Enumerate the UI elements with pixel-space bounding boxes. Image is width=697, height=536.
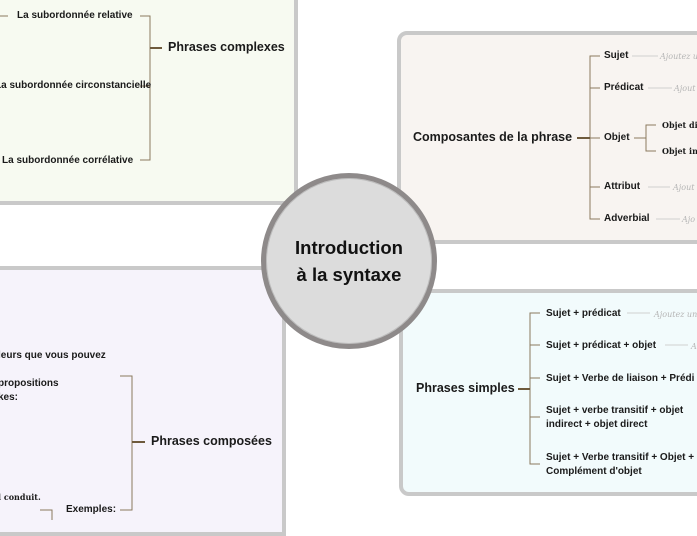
phrases-simples-panel bbox=[399, 289, 697, 496]
add-hint-predicat[interactable]: Ajout bbox=[674, 84, 696, 93]
objet-indirect-node[interactable]: Objet ind bbox=[662, 146, 697, 156]
phrases-complexes-node[interactable]: Phrases complexes bbox=[168, 40, 285, 54]
connector-lines bbox=[0, 15, 688, 520]
composante-sujet[interactable]: Sujet bbox=[604, 50, 629, 61]
central-topic[interactable]: Introduction à la syntaxe bbox=[261, 173, 437, 349]
add-hint-simple-1[interactable]: Ajoutez un bbox=[654, 310, 697, 319]
simple-item-1[interactable]: Sujet + prédicat bbox=[546, 308, 621, 319]
composantes-panel bbox=[397, 31, 697, 244]
simple-item-2[interactable]: Sujet + prédicat + objet bbox=[546, 340, 657, 351]
composees-text-1: leurs que vous pouvez bbox=[0, 350, 106, 361]
objet-direct-node[interactable]: Objet dir bbox=[662, 120, 697, 130]
composante-predicat[interactable]: Prédicat bbox=[604, 82, 644, 93]
composante-objet[interactable]: Objet bbox=[604, 132, 630, 143]
composees-text-2: propositions bbox=[0, 378, 59, 389]
simple-item-5-line1[interactable]: Sujet + Verbe transitif + Objet + bbox=[546, 452, 695, 463]
phrases-composees-panel bbox=[0, 266, 286, 536]
simple-item-3[interactable]: Sujet + Verbe de liaison + Prédi bbox=[546, 373, 695, 384]
phrases-complexes-panel bbox=[0, 0, 298, 205]
composees-text-3: kes: bbox=[0, 392, 19, 403]
add-hint-simple-2[interactable]: A bbox=[691, 342, 697, 351]
add-hint-sujet[interactable]: Ajoutez u bbox=[660, 52, 697, 61]
central-topic-title: Introduction à la syntaxe bbox=[295, 237, 403, 285]
phrases-simples-node[interactable]: Phrases simples bbox=[416, 381, 515, 395]
complexe-item-correlative[interactable]: La subordonnée corrélative bbox=[2, 155, 134, 166]
complexe-item-circonstancielle[interactable]: La subordonnée circonstancielle bbox=[0, 80, 152, 91]
composantes-node[interactable]: Composantes de la phrase bbox=[413, 130, 573, 144]
composante-attribut[interactable]: Attribut bbox=[604, 181, 641, 192]
add-hint-adverbial[interactable]: Ajo bbox=[682, 215, 696, 224]
exemples-node[interactable]: Exemples: bbox=[66, 504, 117, 515]
phrases-composees-node[interactable]: Phrases composées bbox=[151, 434, 272, 448]
simple-item-5-line2[interactable]: Complément d'objet bbox=[546, 466, 642, 477]
composante-adverbial[interactable]: Adverbial bbox=[604, 213, 650, 224]
add-hint-attribut[interactable]: Ajout bbox=[673, 183, 695, 192]
exemple-fragment: l conduit. bbox=[0, 492, 41, 502]
complexe-item-relative[interactable]: La subordonnée relative bbox=[17, 10, 133, 21]
simple-item-4-line2[interactable]: indirect + objet direct bbox=[546, 419, 648, 430]
simple-item-4-line1[interactable]: Sujet + verbe transitif + objet bbox=[546, 405, 684, 416]
